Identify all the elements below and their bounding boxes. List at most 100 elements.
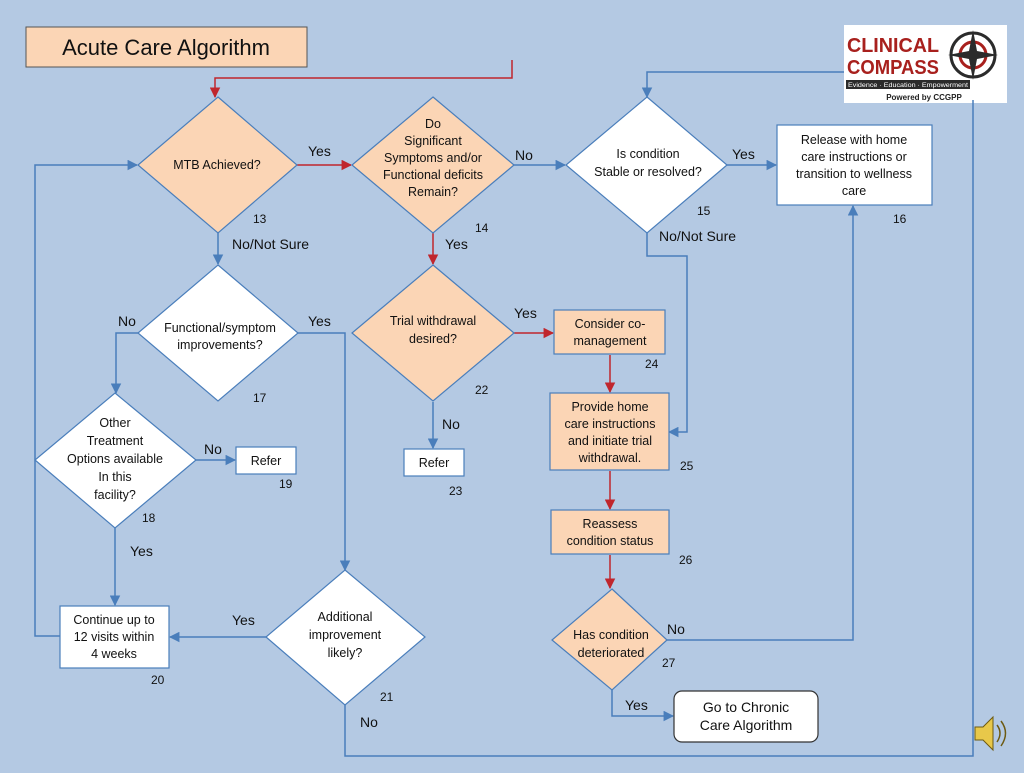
nodes <box>34 96 933 743</box>
node-label-line: improvement <box>309 628 382 642</box>
decision-27 <box>551 588 668 691</box>
edge-label-13-14: Yes <box>308 143 331 159</box>
node-13-label: MTB Achieved? <box>173 158 261 172</box>
node-label-line: care instructions <box>564 417 655 431</box>
node-label-line: Care Algorithm <box>700 717 793 733</box>
node-numbers: 13 14 15 16 17 18 19 20 21 22 23 24 25 2… <box>142 204 907 704</box>
connector-entry <box>209 60 513 99</box>
terminal-chronic <box>673 690 819 743</box>
node-22-number: 22 <box>475 383 489 397</box>
node-label-line: Remain? <box>408 185 458 199</box>
node-label-line: In this <box>98 470 131 484</box>
node-label-line: care <box>842 184 866 198</box>
edge-label-14-22: Yes <box>445 236 468 252</box>
node-label-line: management <box>574 334 647 348</box>
node-26-label: Reassess condition status <box>567 517 654 548</box>
node-label-line: condition status <box>567 534 654 548</box>
decision-21 <box>265 569 426 706</box>
connector-logo-15 <box>641 71 844 99</box>
node-label-line: Go to Chronic <box>703 699 789 715</box>
edge-label-15-25: No/Not Sure <box>659 228 736 244</box>
node-label-line: likely? <box>328 646 363 660</box>
node-label-line: care instructions or <box>801 150 907 164</box>
clinical-compass-logo: CLINICAL COMPASS Evidence · Education · … <box>844 25 1007 103</box>
node-label-line: transition to wellness <box>796 167 912 181</box>
svg-text:COMPASS: COMPASS <box>847 57 939 79</box>
node-21-number: 21 <box>380 690 394 704</box>
process-24 <box>553 309 666 355</box>
process-20 <box>59 605 170 669</box>
title-box: Acute Care Algorithm <box>25 26 308 68</box>
node-25-number: 25 <box>680 459 694 473</box>
node-label-line: facility? <box>94 488 136 502</box>
node-label-line: Has condition <box>573 628 649 642</box>
node-label-line: Trial withdrawal <box>390 314 476 328</box>
decision-13 <box>137 96 298 234</box>
node-label-line: and initiate trial <box>568 434 652 448</box>
process-23 <box>403 448 465 477</box>
edge-label-17-18: No <box>118 313 136 329</box>
node-label-line: Provide home <box>571 400 648 414</box>
node-16-number: 16 <box>893 212 907 226</box>
node-label-line: Do <box>425 117 441 131</box>
node-25-label: Provide home care instructions and initiat… <box>564 400 655 465</box>
node-label-line: Consider co- <box>575 317 646 331</box>
process-19 <box>235 446 297 475</box>
process-26 <box>550 509 670 555</box>
connector-21-no <box>344 100 974 757</box>
node-label-line: MTB Achieved? <box>173 158 261 172</box>
connector-17-18 <box>110 332 139 395</box>
node-26-number: 26 <box>679 553 693 567</box>
node-label-line: Options available <box>67 452 163 466</box>
edge-label-21-20: Yes <box>232 612 255 628</box>
node-label-line: Significant <box>404 134 462 148</box>
speaker-icon[interactable] <box>974 715 1007 752</box>
node-label-line: Refer <box>251 454 282 468</box>
compass-icon <box>948 30 998 80</box>
node-label-line: Refer <box>419 456 450 470</box>
node-label-line: Continue up to <box>73 613 154 627</box>
node-label-line: 4 weeks <box>91 647 137 661</box>
node-20-number: 20 <box>151 673 165 687</box>
node-23-label: Refer <box>419 456 450 470</box>
node-18-number: 18 <box>142 511 156 525</box>
edge-label-22-24: Yes <box>514 305 537 321</box>
node-label-line: Treatment <box>87 434 144 448</box>
decision-17 <box>137 264 299 402</box>
edge-label-14-15: No <box>515 147 533 163</box>
connector-17-21 <box>298 332 351 572</box>
edge-label-18-19: No <box>204 441 222 457</box>
edge-label-22-23: No <box>442 416 460 432</box>
decision-15 <box>565 96 728 234</box>
connector-15-25 <box>646 233 688 438</box>
node-24-number: 24 <box>645 357 659 371</box>
node-label-line: improvements? <box>177 338 262 352</box>
node-label-line: Additional <box>318 610 373 624</box>
connectors <box>34 60 974 757</box>
node-label-line: deteriorated <box>578 646 645 660</box>
decision-22 <box>351 264 515 402</box>
node-label-line: Symptoms and/or <box>384 151 482 165</box>
node-15-number: 15 <box>697 204 711 218</box>
node-label-line: Functional deficits <box>383 168 483 182</box>
edge-label-27-16: No <box>667 621 685 637</box>
node-label-line: Other <box>99 416 130 430</box>
node-label-line: desired? <box>409 332 457 346</box>
node-label-line: Functional/symptom <box>164 321 276 335</box>
connector-27-chronic <box>611 690 675 722</box>
node-label-line: 12 visits within <box>74 630 155 644</box>
node-14-number: 14 <box>475 221 489 235</box>
svg-text:CLINICAL: CLINICAL <box>847 35 939 57</box>
node-20-label: Continue up to 12 visits within 4 weeks <box>73 613 154 661</box>
edge-label-17-21: Yes <box>308 313 331 329</box>
node-label-line: Reassess <box>583 517 638 531</box>
process-16 <box>776 124 933 206</box>
node-24-label: Consider co-management <box>574 317 647 348</box>
